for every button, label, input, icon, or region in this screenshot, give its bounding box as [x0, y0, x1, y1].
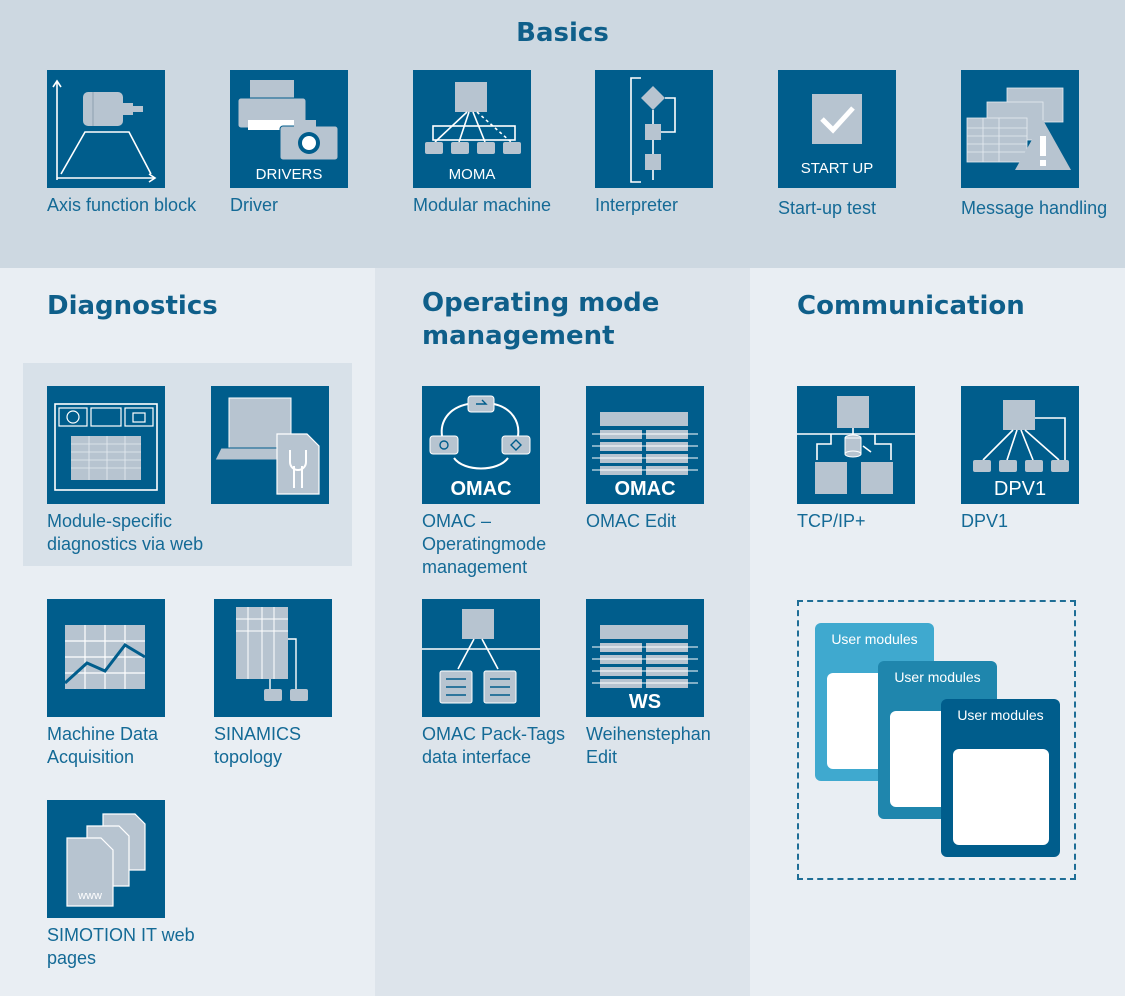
- start-up-test-tile[interactable]: START UP: [778, 70, 896, 188]
- axis-function-block-label: Axis function block: [47, 195, 197, 215]
- basics-band: [0, 0, 1125, 268]
- user-module-label-3: User modules: [957, 707, 1044, 723]
- module-tree-icon: [425, 82, 521, 154]
- communication-heading: Communication: [797, 291, 1025, 321]
- simotion-web-label: SIMOTION IT web pages: [47, 925, 195, 968]
- modular-machine-tile[interactable]: MOMA: [413, 70, 531, 188]
- omac-tag: OMAC: [450, 478, 512, 500]
- ws-table-icon: [592, 625, 698, 688]
- www-tag: www: [78, 890, 102, 902]
- omac-edit-tag: OMAC: [614, 478, 676, 500]
- web-diagnostics-tile[interactable]: [211, 386, 329, 504]
- start-up-test-label: Start-up test: [778, 198, 877, 218]
- weihenstephan-tile[interactable]: WS: [586, 599, 704, 717]
- tcpip-label: TCP/IP+: [797, 511, 866, 531]
- printer-camera-icon: [237, 80, 339, 161]
- warning-table-icon: [966, 87, 1071, 170]
- machine-data-label: Machine Data Acquisition: [47, 724, 159, 767]
- line-chart-icon: [63, 625, 146, 689]
- dpv1-tile[interactable]: DPV1: [961, 386, 1079, 504]
- web-pages-icon: [66, 813, 146, 907]
- basics-heading: Basics: [516, 18, 609, 48]
- tcpip-network-icon: [797, 396, 915, 494]
- driver-tag: DRIVERS: [255, 166, 323, 183]
- interpreter-label: Interpreter: [595, 195, 679, 215]
- sinamics-topology-label: SINAMICS topology: [214, 724, 302, 767]
- sinamics-topology-tile[interactable]: [214, 599, 332, 717]
- laptop-wrench-icon: [214, 397, 320, 495]
- pack-tags-tile[interactable]: [422, 599, 540, 717]
- diagnostics-heading: Diagnostics: [47, 291, 218, 321]
- interpreter-tile[interactable]: [595, 70, 713, 188]
- omac-table-icon: [592, 412, 698, 475]
- dpv1-label: DPV1: [961, 511, 1009, 531]
- message-handling-label: Message handling: [961, 198, 1108, 218]
- user-module-card-3[interactable]: User modules: [941, 699, 1060, 857]
- axis-function-block-tile[interactable]: [47, 70, 165, 188]
- flowchart-icon: [630, 77, 676, 183]
- machine-data-tile[interactable]: [47, 599, 165, 717]
- user-module-label-2: User modules: [894, 669, 981, 685]
- driver-label: Driver: [230, 195, 278, 215]
- operating-mode-heading: Operating mode management: [422, 288, 660, 351]
- driver-tile[interactable]: DRIVERS: [230, 70, 348, 188]
- packtags-icon: [422, 609, 540, 704]
- user-module-label-1: User modules: [831, 631, 918, 647]
- diagnostics-window-icon: [54, 403, 158, 491]
- module-diagnostics-tile[interactable]: [47, 386, 165, 504]
- checkbox-icon: [812, 94, 862, 144]
- weihenstephan-label: Weihenstephan Edit: [586, 724, 711, 767]
- omac-label: OMAC – Operatingmode management: [422, 511, 547, 577]
- start-up-test-tag: START UP: [800, 160, 874, 177]
- module-diagnostics-label: Module-specific diagnostics via web: [47, 511, 204, 554]
- dpv1-tag: DPV1: [993, 478, 1047, 500]
- message-handling-tile[interactable]: [961, 70, 1079, 188]
- pack-tags-label: OMAC Pack-Tags data interface: [422, 724, 566, 767]
- modular-machine-tag: MOMA: [448, 166, 496, 183]
- modular-machine-label: Modular machine: [413, 195, 552, 215]
- omac-cycle-icon: [429, 395, 531, 470]
- omac-tile[interactable]: OMAC: [422, 386, 540, 504]
- dpv1-tree-icon: [973, 400, 1069, 472]
- user-module-slot-3: [953, 749, 1049, 845]
- ws-tag: WS: [628, 691, 662, 713]
- tcpip-tile[interactable]: [797, 386, 915, 504]
- omac-edit-tile[interactable]: OMAC: [586, 386, 704, 504]
- axis-motor-icon: [52, 79, 157, 183]
- user-modules-group: [797, 600, 1076, 880]
- omac-edit-label: OMAC Edit: [586, 511, 677, 531]
- drive-topology-icon: [236, 607, 308, 701]
- simotion-web-tile[interactable]: www: [47, 800, 165, 918]
